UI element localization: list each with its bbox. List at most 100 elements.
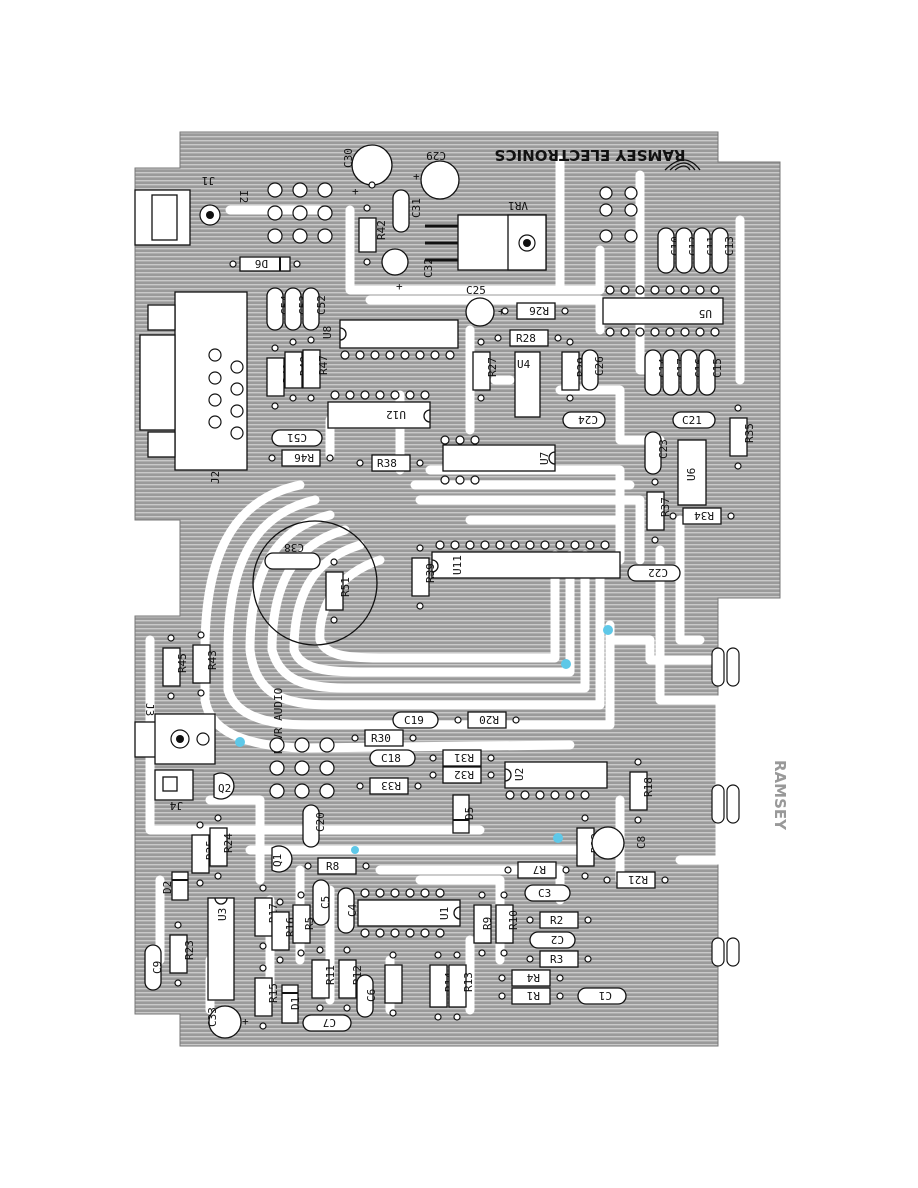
- capacitor-c15: C15: [698, 349, 724, 396]
- capacitor-c5: C5: [312, 879, 332, 926]
- capacitor-c18: C18: [369, 749, 416, 767]
- svg-text:U12: U12: [386, 408, 406, 421]
- svg-text:D1: D1: [289, 997, 302, 1010]
- svg-text:R11: R11: [324, 965, 337, 985]
- resistor-r24: R24: [209, 814, 235, 880]
- svg-text:U1: U1: [438, 907, 451, 920]
- capacitor-c9: C9: [144, 944, 164, 991]
- capacitor-c38: C38: [252, 520, 378, 646]
- via: [603, 625, 613, 635]
- svg-text:C20: C20: [314, 812, 327, 832]
- via: [351, 846, 359, 854]
- capacitor-c52: C52: [302, 287, 328, 331]
- resistor-r46: R46: [268, 449, 334, 467]
- chip-u1: U1: [357, 899, 461, 927]
- via: [235, 737, 245, 747]
- svg-text:R34: R34: [694, 509, 714, 522]
- svg-text:R4: R4: [526, 971, 540, 984]
- svg-text:C32: C32: [422, 258, 435, 278]
- board-title: RAMSEY ELECTRONICS: [494, 146, 685, 164]
- svg-text:R1: R1: [527, 989, 540, 1002]
- resistor-r35: R35: [729, 404, 756, 470]
- connector-j3: J3: [134, 703, 216, 765]
- chip-u11: U11: [431, 551, 621, 579]
- svg-text:R23: R23: [183, 940, 196, 960]
- pads-right: [711, 647, 740, 967]
- svg-text:C21: C21: [682, 414, 702, 427]
- svg-text:U3: U3: [216, 908, 229, 921]
- svg-text:C29: C29: [426, 149, 446, 162]
- chip-u6: U6: [677, 439, 707, 506]
- svg-text:R37: R37: [659, 497, 672, 517]
- diode-d2: D2: [161, 871, 189, 901]
- resistor-r13: R13: [448, 951, 475, 1021]
- svg-text:U7: U7: [538, 452, 551, 465]
- svg-text:C31: C31: [410, 198, 423, 218]
- svg-text:C38: C38: [284, 541, 304, 554]
- svg-text:R10: R10: [507, 910, 520, 930]
- resistor-r15: R15: [254, 964, 280, 1030]
- svg-text:+: +: [242, 1015, 249, 1028]
- svg-text:U6: U6: [685, 468, 698, 481]
- resistor-r34: R34: [669, 507, 735, 525]
- capacitor-c23: C23: [644, 431, 670, 475]
- pads-top-right: [599, 186, 638, 243]
- svg-text:J4: J4: [169, 799, 183, 812]
- capacitor-c3: C3: [524, 884, 571, 902]
- svg-text:R31: R31: [454, 751, 474, 764]
- connector-j2: J2: [139, 291, 248, 484]
- resistor-r32: R32: [429, 766, 495, 784]
- svg-text:C51: C51: [287, 431, 307, 444]
- capacitor-c4: C4: [337, 887, 359, 934]
- svg-text:U8: U8: [321, 326, 334, 339]
- resistor-r2: R2: [526, 911, 592, 929]
- resistor-r8: R8: [304, 857, 370, 875]
- svg-text:Q2: Q2: [218, 782, 231, 795]
- svg-text:C7: C7: [323, 1016, 336, 1029]
- resistor-r26: R26: [501, 302, 569, 320]
- resistor-r5: R5: [292, 891, 316, 957]
- capacitor-c17: C17: [662, 349, 688, 396]
- svg-text:R2: R2: [550, 914, 563, 927]
- resistor-r4: R4: [498, 969, 564, 987]
- svg-text:+: +: [396, 280, 403, 293]
- svg-text:R20: R20: [479, 713, 499, 726]
- vias: [235, 625, 613, 854]
- capacitor-c24: C24: [562, 411, 606, 429]
- capacitor-c2: C2: [529, 931, 576, 949]
- resistor-r12: R12: [338, 946, 364, 1012]
- capacitor-c8: C8: [591, 826, 648, 860]
- svg-text:+: +: [352, 185, 359, 198]
- svg-text:C33: C33: [206, 1007, 219, 1027]
- resistor-r23: R23: [169, 921, 196, 987]
- svg-text:C26: C26: [593, 356, 606, 376]
- resistor-r1: R1: [498, 987, 564, 1005]
- via: [561, 659, 571, 669]
- capacitor-c30: C30 +: [342, 144, 393, 198]
- diode-d1: D1: [281, 984, 302, 1024]
- svg-text:C9: C9: [151, 961, 164, 974]
- svg-text:R3: R3: [550, 953, 563, 966]
- svg-text:C15: C15: [711, 358, 724, 378]
- svg-text:R47: R47: [317, 355, 330, 375]
- svg-text:R15: R15: [267, 983, 280, 1003]
- chip-u7: U7: [442, 444, 556, 472]
- chip-u8: U8: [321, 319, 459, 349]
- resistor-r9: R9: [473, 891, 494, 957]
- svg-text:C24: C24: [578, 413, 598, 426]
- resistor-r20: R20: [454, 711, 520, 729]
- svg-text:R13: R13: [462, 972, 475, 992]
- capacitor-c33: + C33: [206, 1005, 249, 1039]
- svg-text:R32: R32: [454, 768, 474, 781]
- regulator-vr1: VR1: [425, 199, 547, 271]
- svg-text:R5: R5: [303, 917, 316, 930]
- svg-text:U4: U4: [517, 358, 531, 371]
- svg-text:R7: R7: [533, 863, 546, 876]
- resistor-r3: R3: [526, 950, 592, 968]
- rcvr-audio-label: RCVR AUDIO: [272, 688, 285, 754]
- svg-text:J1: J1: [202, 174, 215, 187]
- svg-text:C23: C23: [657, 439, 670, 459]
- svg-text:C8: C8: [635, 836, 648, 849]
- capacitor-c29: C29 +: [413, 149, 460, 200]
